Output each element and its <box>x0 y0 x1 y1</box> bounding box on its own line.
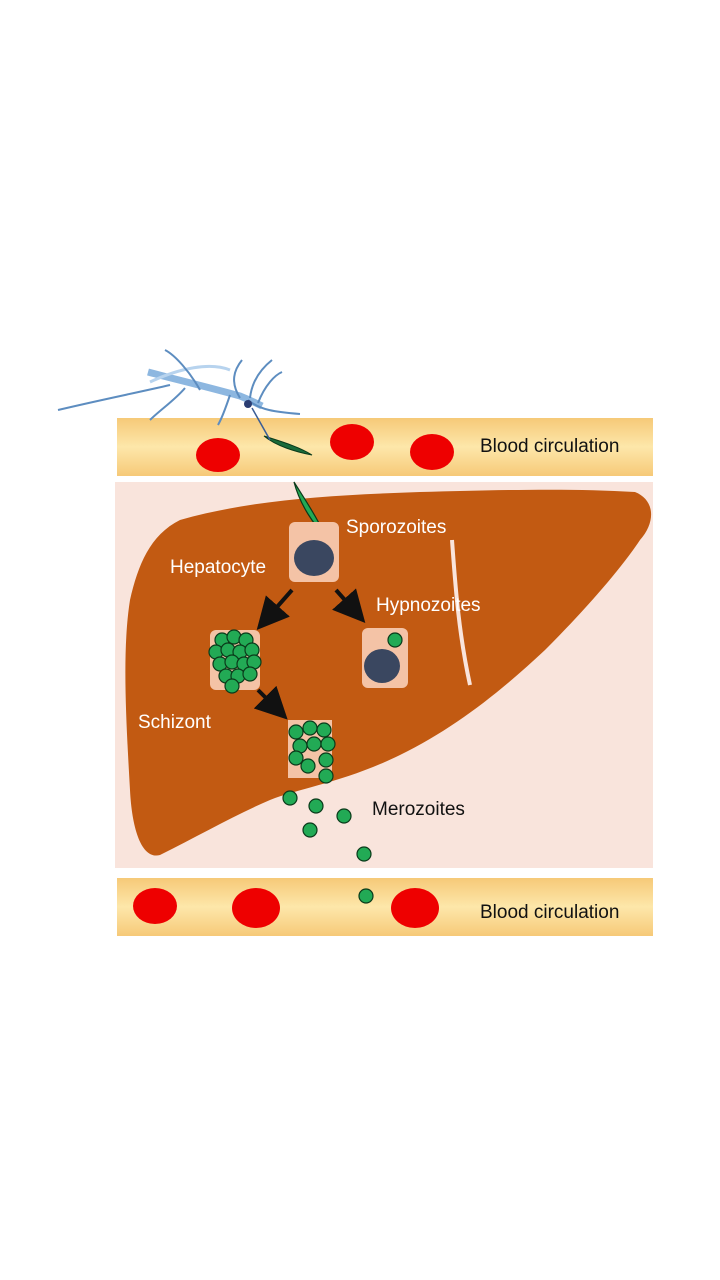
merozoite-dot <box>288 724 304 740</box>
merozoite-dot <box>318 768 334 784</box>
sporozoite-in-blood <box>263 435 313 456</box>
merozoite-dot <box>336 808 352 824</box>
merozoite-in-blood <box>358 888 374 904</box>
hypnozoite-cell <box>362 628 408 688</box>
red-blood-cell <box>232 888 280 928</box>
merozoites-label: Merozoites <box>372 799 465 820</box>
red-blood-cell <box>196 438 240 472</box>
liver-lobe-divider <box>450 539 472 686</box>
schizont-label: Schizont <box>138 712 211 733</box>
hepatocyte-label: Hepatocyte <box>170 557 267 578</box>
sporozoites-label: Sporozoites <box>346 517 447 538</box>
hypnozoite-parasite <box>387 632 403 648</box>
schizont-merozoite-cluster <box>208 629 262 694</box>
merozoite-dot <box>302 720 318 736</box>
arrow-icon <box>332 588 366 623</box>
merozoite-dot <box>318 752 334 768</box>
hypnozoite-nucleus <box>364 649 400 683</box>
merozoite-dot <box>224 678 240 694</box>
blood-circulation-top-label: Blood circulation <box>480 436 620 457</box>
merozoite-dot <box>306 736 322 752</box>
mosquito-icon <box>57 349 301 441</box>
hepatocyte-nucleus <box>294 540 334 576</box>
merozoite-dot <box>356 846 372 862</box>
red-blood-cell <box>410 434 454 470</box>
arrow-icon <box>253 685 288 720</box>
red-blood-cell <box>133 888 177 924</box>
blood-circulation-bottom-label: Blood circulation <box>480 902 620 923</box>
blood-vessel-bottom <box>117 878 653 936</box>
merozoite-dot <box>308 798 324 814</box>
red-blood-cell <box>330 424 374 460</box>
merozoite-dot <box>320 736 336 752</box>
merozoite-dot <box>300 758 316 774</box>
merozoite-dot <box>316 722 332 738</box>
hypnozoites-label: Hypnozoites <box>376 595 481 616</box>
red-blood-cell <box>391 888 439 928</box>
merozoite-dot <box>242 666 258 682</box>
merozoite-dot <box>288 750 304 766</box>
merozoite-dot <box>302 822 318 838</box>
hepatocyte-cell <box>289 522 339 582</box>
arrow-icon <box>256 588 294 630</box>
released-merozoites <box>282 790 372 862</box>
merozoite-cluster <box>288 720 336 784</box>
merozoite-dot <box>282 790 298 806</box>
blood-vessel-top <box>117 418 653 476</box>
